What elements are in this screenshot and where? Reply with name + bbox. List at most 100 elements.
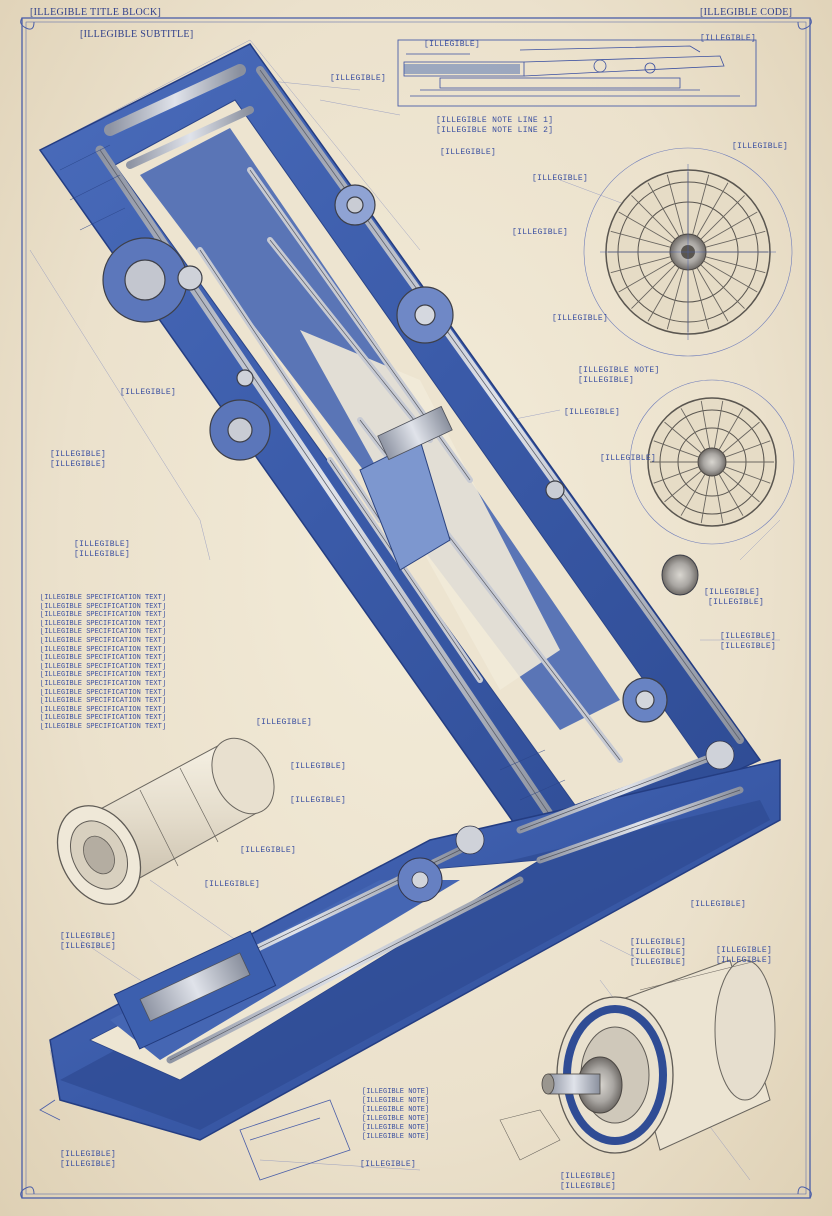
bottom-note-line: [ILLEGIBLE NOTE] [362, 1133, 430, 1141]
cylinder-part [56, 737, 275, 905]
callout-gear2-top2: [ILLEGIBLE] [578, 376, 635, 385]
gear-spoke [680, 408, 706, 451]
gear-spoke [718, 473, 744, 516]
hub-assembly [499, 959, 776, 1161]
spec-line: [ILLEGIBLE SPECIFICATION TEXT] [40, 602, 167, 611]
gear-spoke [713, 475, 724, 524]
callout-gear2-top: [ILLEGIBLE NOTE] [578, 366, 660, 375]
callout-left-2b: [ILLEGIBLE] [74, 550, 131, 559]
gear-spoke [705, 256, 766, 274]
gear-wheel-upper [583, 147, 793, 357]
spec-line: [ILLEGIBLE SPECIFICATION TEXT] [40, 722, 167, 731]
callout-gear1-mid: [ILLEGIBLE] [552, 314, 609, 323]
gear-spoke [718, 408, 744, 451]
gear-spoke [647, 267, 680, 322]
callout-right-2b: [ILLEGIBLE] [690, 900, 747, 909]
spec-line: [ILLEGIBLE SPECIFICATION TEXT] [40, 714, 167, 723]
gear-spoke [618, 211, 673, 244]
spec-line: [ILLEGIBLE SPECIFICATION TEXT] [40, 688, 167, 697]
callout-left-1b: [ILLEGIBLE] [50, 460, 107, 469]
inset-note-right: [ILLEGIBLE] [700, 34, 757, 43]
callout-right-1b: [ILLEGIBLE] [720, 632, 777, 641]
spec-line: [ILLEGIBLE SPECIFICATION TEXT] [40, 636, 167, 645]
callout-gear1-top: [ILLEGIBLE] [732, 142, 789, 151]
title-right: [ILLEGIBLE CODE] [700, 7, 793, 18]
callout-hub-note: [ILLEGIBLE] [630, 938, 687, 947]
bottom-note-line: [ILLEGIBLE NOTE] [362, 1106, 430, 1114]
callout-cyl-3: [ILLEGIBLE] [290, 796, 347, 805]
gear-spoke [666, 269, 684, 330]
callout-note-2: [ILLEGIBLE NOTE LINE 2] [436, 126, 554, 135]
spec-line: [ILLEGIBLE SPECIFICATION TEXT] [40, 611, 167, 620]
gear-spoke [664, 421, 702, 454]
gear-spoke [631, 264, 676, 309]
callout-gear2-left: [ILLEGIBLE] [600, 454, 657, 463]
gear-spoke [692, 269, 710, 330]
callout-hub-note3: [ILLEGIBLE] [630, 958, 687, 967]
bottom-note-line: [ILLEGIBLE NOTE] [362, 1097, 430, 1105]
spec-line: [ILLEGIBLE SPECIFICATION TEXT] [40, 628, 167, 637]
gear-spoke [703, 211, 758, 244]
callout-gear2-right: [ILLEGIBLE] [704, 588, 761, 597]
gear-spoke [696, 182, 729, 237]
spec-line: [ILLEGIBLE SPECIFICATION TEXT] [40, 705, 167, 714]
gear-spoke [653, 440, 699, 458]
callout-left-1: [ILLEGIBLE] [50, 450, 107, 459]
callout-note-3: [ILLEGIBLE] [440, 148, 497, 157]
gear-spoke [705, 230, 766, 248]
gear-spoke [631, 195, 676, 240]
callout-cyl-2: [ILLEGIBLE] [290, 762, 347, 771]
callout-small: [ILLEGIBLE] [120, 388, 177, 397]
callout-hub-bottom2: [ILLEGIBLE] [560, 1182, 617, 1191]
title-left: [ILLEGIBLE TITLE BLOCK] [30, 7, 162, 18]
callout-right-2: [ILLEGIBLE] [720, 642, 777, 651]
spec-line: [ILLEGIBLE SPECIFICATION TEXT] [40, 645, 167, 654]
machine-base [39, 740, 781, 1181]
gear-spoke [647, 182, 680, 237]
callout-cyl-1: [ILLEGIBLE] [256, 718, 313, 727]
gear-spoke [666, 174, 684, 235]
gear-spoke [700, 195, 745, 240]
callout-hub-right2: [ILLEGIBLE] [716, 956, 773, 965]
callout-top: [ILLEGIBLE] [330, 74, 387, 83]
gear-spoke [725, 440, 771, 458]
spec-line: [ILLEGIBLE SPECIFICATION TEXT] [40, 594, 167, 602]
spec-line: [ILLEGIBLE SPECIFICATION TEXT] [40, 671, 167, 680]
callout-hub-right: [ILLEGIBLE] [716, 946, 773, 955]
inset-caption: [ILLEGIBLE] [424, 40, 481, 49]
callout-cyl-5: [ILLEGIBLE] [204, 880, 261, 889]
callout-gear1-bot: [ILLEGIBLE] [564, 408, 621, 417]
gear-spoke [680, 473, 706, 516]
machine-main-arm [38, 43, 762, 861]
gear-spoke [692, 174, 710, 235]
callout-gear1-left: [ILLEGIBLE] [532, 174, 589, 183]
callout-left-2: [ILLEGIBLE] [74, 540, 131, 549]
gear-wheel-lower [629, 379, 795, 545]
spec-line: [ILLEGIBLE SPECIFICATION TEXT] [40, 679, 167, 688]
gear-spoke [713, 400, 724, 449]
gear-spoke [618, 260, 673, 293]
callout-gear1-left2: [ILLEGIBLE] [512, 228, 569, 237]
gear-spoke [664, 470, 702, 503]
bottom-note-line: [ILLEGIBLE NOTE] [362, 1088, 430, 1096]
bottom-notes-block: [ILLEGIBLE NOTE] [ILLEGIBLE NOTE] [ILLEG… [362, 1088, 429, 1142]
callout-bottom-left2: [ILLEGIBLE] [60, 1160, 117, 1169]
gear-spoke [722, 421, 760, 454]
spec-line: [ILLEGIBLE SPECIFICATION TEXT] [40, 662, 167, 671]
callout-right-1: [ILLEGIBLE] [708, 598, 765, 607]
callout-base-left2: [ILLEGIBLE] [60, 942, 117, 951]
gear-spoke [725, 466, 771, 484]
bottom-note-line: [ILLEGIBLE NOTE] [362, 1115, 430, 1123]
bottom-note-line: [ILLEGIBLE NOTE] [362, 1124, 430, 1132]
spec-line: [ILLEGIBLE SPECIFICATION TEXT] [40, 619, 167, 628]
callout-hub-note2: [ILLEGIBLE] [630, 948, 687, 957]
callout-base-left: [ILLEGIBLE] [60, 932, 117, 941]
spec-line: [ILLEGIBLE SPECIFICATION TEXT] [40, 654, 167, 663]
gear-spoke [700, 400, 711, 449]
gear-spoke [610, 230, 671, 248]
callout-note-1: [ILLEGIBLE NOTE LINE 1] [436, 116, 554, 125]
gear-spoke [722, 470, 760, 503]
callout-hub-bottom: [ILLEGIBLE] [560, 1172, 617, 1181]
